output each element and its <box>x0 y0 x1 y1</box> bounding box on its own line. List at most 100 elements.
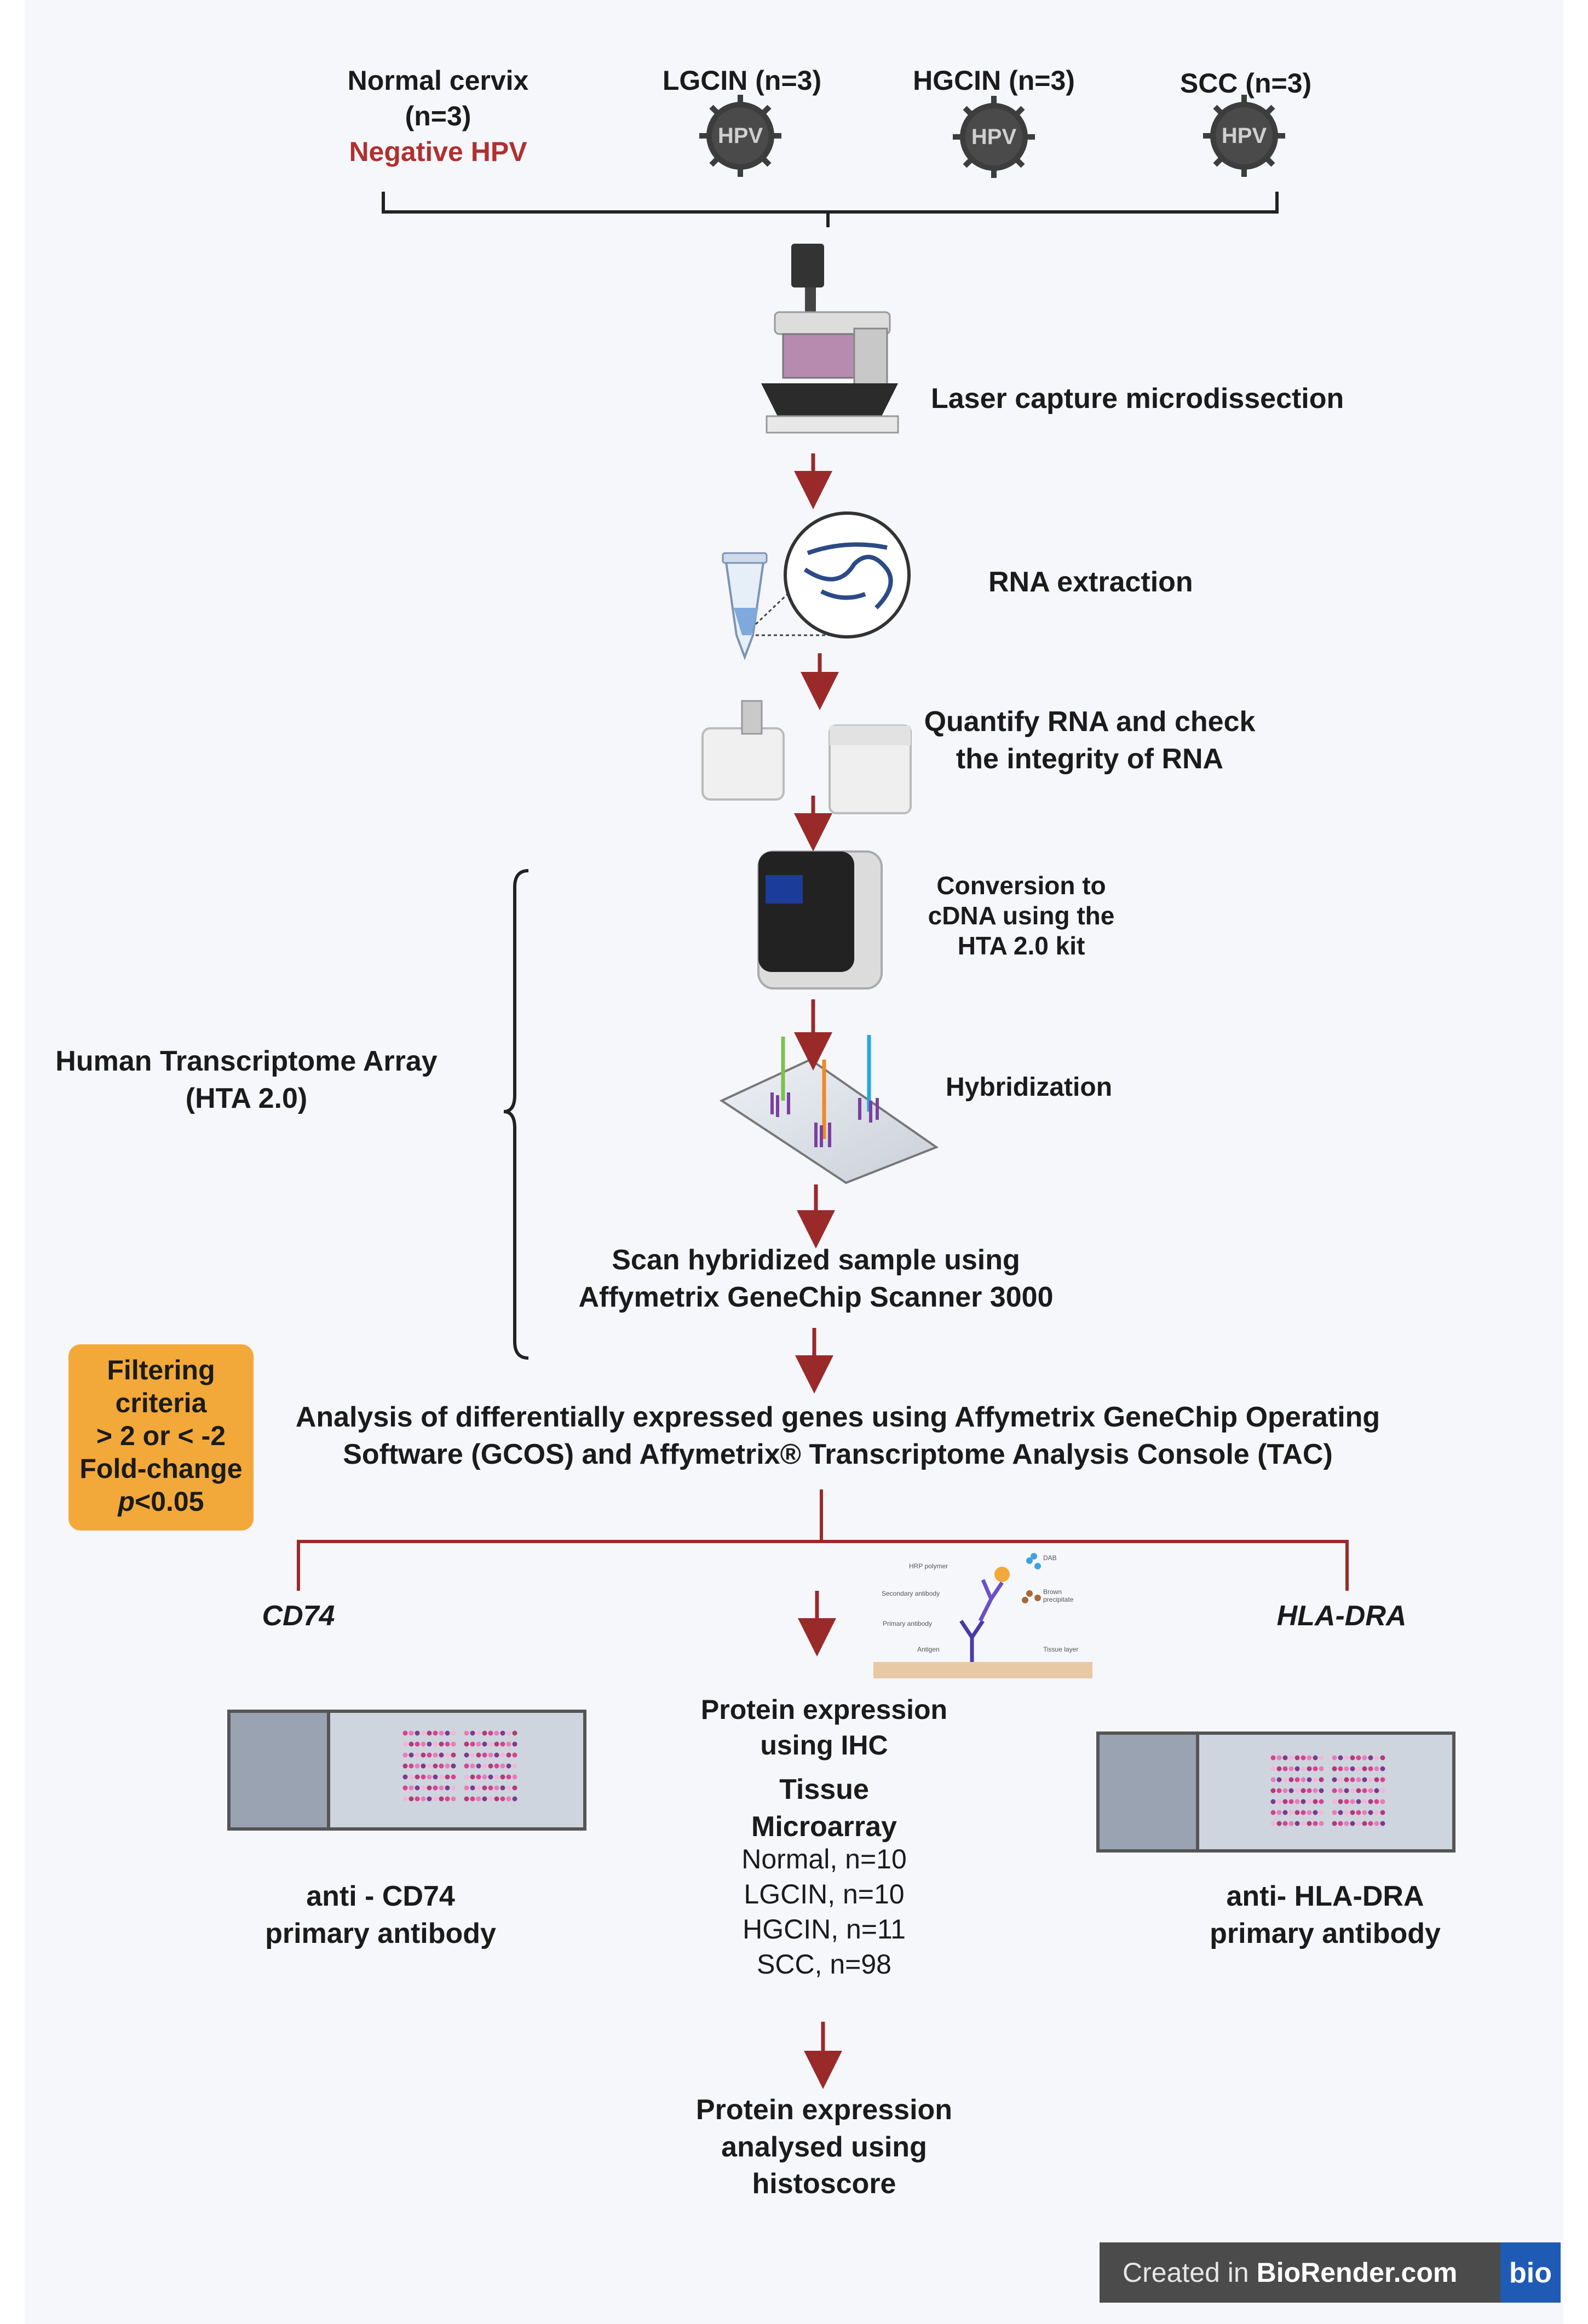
microarray-dot <box>445 1774 450 1780</box>
microarray-dot <box>427 1785 432 1791</box>
hpv-badge-text: HPV <box>971 125 1017 149</box>
microarray-dot <box>1380 1777 1385 1782</box>
microarray-dot <box>506 1752 511 1758</box>
microarray-dot <box>1368 1788 1373 1793</box>
microarray-dot <box>1288 1799 1294 1804</box>
microarray-dot <box>1319 1777 1324 1782</box>
microarray-dot <box>1374 1788 1379 1793</box>
microarray-dot <box>445 1741 450 1747</box>
filter-criteria-text: Filtering criteria > 2 or < -2 Fold-chan… <box>79 1355 243 1517</box>
microarray-dot <box>402 1741 408 1747</box>
microarray-dot <box>1294 1755 1300 1761</box>
hpv-virus-icon <box>1203 95 1285 177</box>
microarray-dot <box>445 1763 450 1769</box>
hpv-virus-icon <box>953 96 1035 178</box>
microarray-dot <box>500 1796 505 1802</box>
microarray-dot <box>402 1730 408 1736</box>
microarray-dot <box>1344 1788 1349 1793</box>
microarray-dot <box>1332 1788 1337 1793</box>
microarray-dot <box>1380 1810 1385 1815</box>
microarray-dot <box>512 1785 517 1791</box>
microarray-dot <box>470 1752 475 1758</box>
watermark-text: Created in BioRender.com <box>1123 2257 1458 2288</box>
microarray-dot <box>421 1785 426 1791</box>
microarray-dot <box>506 1763 511 1769</box>
microarray-dot <box>1356 1821 1361 1826</box>
microarray-dot <box>1307 1766 1312 1771</box>
microarray-dot <box>1307 1755 1312 1761</box>
microarray-dot <box>427 1763 432 1769</box>
microarray-dot <box>1313 1799 1318 1804</box>
microarray-dot <box>1288 1766 1294 1771</box>
microarray-dot <box>1313 1788 1318 1793</box>
step-hybridization: Hybridization <box>946 1073 1113 1102</box>
microarray-dot <box>1307 1788 1312 1793</box>
microarray-dot <box>1307 1799 1312 1804</box>
microarray-dot <box>408 1730 414 1736</box>
microarray-dot <box>1344 1821 1349 1826</box>
microarray-dot <box>1301 1788 1306 1793</box>
microarray-dot <box>1338 1766 1343 1771</box>
microarray-dot <box>1282 1766 1288 1771</box>
microarray-dot <box>476 1796 481 1802</box>
microarray-dot <box>451 1730 456 1736</box>
microarray-dot <box>415 1741 420 1747</box>
hpv-badge-text: HPV <box>1221 124 1267 148</box>
microarray-dot <box>494 1785 499 1791</box>
microarray-dot <box>1276 1799 1282 1804</box>
microarray-dot <box>482 1774 487 1780</box>
group-normal-label: Normal cervix (n=3) Negative HPV <box>347 65 529 167</box>
hybridization-array-icon <box>719 1035 939 1184</box>
biorender-logo: bio <box>1509 2257 1552 2289</box>
microarray-dot <box>1368 1821 1373 1826</box>
microarray-dot <box>439 1752 444 1758</box>
microarray-dot <box>439 1796 444 1802</box>
microarray-dot <box>421 1741 426 1747</box>
microarray-dot <box>1319 1755 1324 1761</box>
microarray-dot <box>1319 1799 1324 1804</box>
microarray-dot <box>1288 1810 1294 1815</box>
microarray-dot <box>1356 1777 1361 1782</box>
biorender-logo-box <box>1500 2242 1561 2303</box>
thermal-cycler-icon <box>757 850 883 990</box>
microarray-dot <box>451 1785 456 1791</box>
microarray-dot <box>1374 1777 1379 1782</box>
microarray-dot <box>1307 1821 1312 1826</box>
microarray-dot <box>1380 1766 1385 1771</box>
microarray-dot <box>451 1763 456 1769</box>
microarray-dot <box>494 1763 499 1769</box>
microarray-dot <box>506 1785 511 1791</box>
microarray-dot <box>500 1741 505 1747</box>
ihc-label-hrp: HRP polymer <box>909 1562 948 1570</box>
microarray-dot <box>1270 1788 1276 1793</box>
microarray-dot <box>1368 1799 1373 1804</box>
microarray-dot <box>464 1752 469 1758</box>
microarray-dot <box>470 1730 475 1736</box>
microarray-dot <box>476 1763 481 1769</box>
microarray-dot <box>506 1741 511 1747</box>
microarray-dot <box>415 1763 420 1769</box>
microarray-dot <box>464 1730 469 1736</box>
microarray-dot <box>408 1774 414 1780</box>
microarray-dot <box>1344 1799 1349 1804</box>
microarray-dot <box>1282 1821 1288 1826</box>
microarray-dot <box>1288 1821 1294 1826</box>
microarray-dot <box>512 1752 517 1758</box>
microarray-dot <box>402 1785 408 1791</box>
microarray-dot <box>1319 1766 1324 1771</box>
microarray-dot <box>1362 1799 1367 1804</box>
microarray-dot <box>445 1785 450 1791</box>
microarray-dot <box>476 1741 481 1747</box>
microarray-dot <box>421 1730 426 1736</box>
watermark-bar <box>1100 2242 1561 2303</box>
hla-dra-tissue-slide <box>1096 1732 1455 1853</box>
group-lgcin-label: LGCIN (n=3) <box>662 65 822 96</box>
microarray-dot <box>1380 1788 1385 1793</box>
microarray-dot <box>488 1752 493 1758</box>
microarray-dot <box>476 1774 481 1780</box>
microarray-dot <box>1301 1821 1306 1826</box>
microarray-dot <box>1313 1810 1318 1815</box>
